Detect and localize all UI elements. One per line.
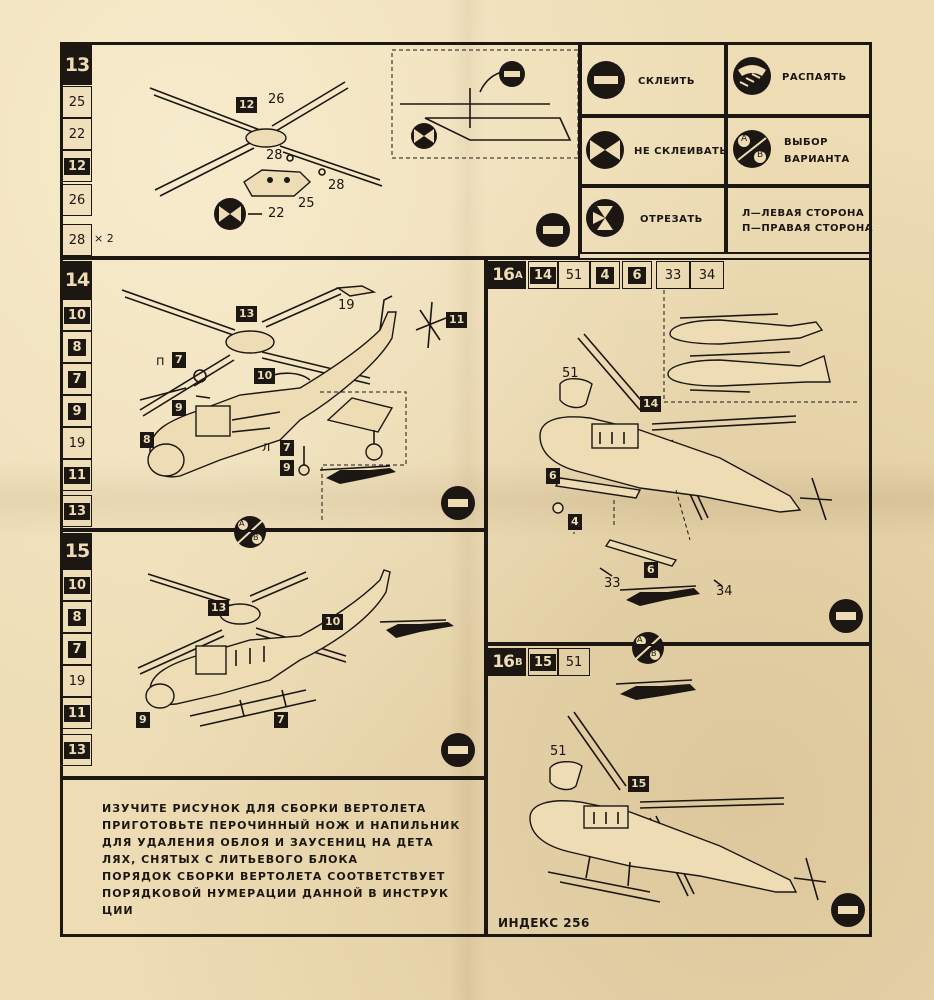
step15-number: 15 xyxy=(62,533,92,569)
step15-part-cell: 19 xyxy=(62,665,92,697)
step15-panel xyxy=(60,530,486,778)
step14-label-part8: 8 xyxy=(140,432,154,448)
step15-part-cell: 10 xyxy=(62,569,92,601)
step13-multiplier: × 2 xyxy=(94,232,114,245)
step16a-part-cell: 51 xyxy=(558,261,590,289)
step14-part-cell: 7 xyxy=(62,363,92,395)
step16a-label-part14: 14 xyxy=(640,396,662,412)
step16b-label-part15: 15 xyxy=(628,776,650,792)
step16a-label-part6a: 6 xyxy=(546,468,560,484)
step14-part-cell: 8 xyxy=(62,331,92,363)
step16b-part-cell: 51 xyxy=(558,648,590,676)
step15-label-part10: 10 xyxy=(322,614,344,630)
step13-label-part22: 22 xyxy=(268,206,285,221)
instruction-line: ИЗУЧИТЕ РИСУНОК ДЛЯ СБОРКИ ВЕРТОЛЕТА xyxy=(102,802,427,815)
step15-label-part9: 9 xyxy=(136,712,150,728)
step16a-part-cell: 33 xyxy=(656,261,690,289)
step14-label-part11: 11 xyxy=(446,312,468,328)
step14-label-part7a: 7 xyxy=(172,352,186,368)
step14-label-part13: 13 xyxy=(236,306,258,322)
instruction-line: ПОРЯДКОВОЙ НУМЕРАЦИИ ДАННОЙ В ИНСТРУК xyxy=(102,887,450,900)
step13-label-part25: 25 xyxy=(298,196,315,211)
legend-cell-cut xyxy=(580,186,726,254)
legend-left-side-text: Л—ЛЕВАЯ СТОРОНА xyxy=(742,208,865,219)
legend-choice-letter-a: А xyxy=(741,134,748,144)
instructions-panel xyxy=(60,778,486,937)
step15-part-cell: 7 xyxy=(62,633,92,665)
step16a-part-cell: 14 xyxy=(528,261,558,289)
step13-part-cell: 26 xyxy=(62,184,92,216)
instruction-line: ЦИИ xyxy=(102,904,134,917)
step14-part-cell: 9 xyxy=(62,395,92,427)
step16a-label-part34: 34 xyxy=(716,584,733,599)
step14-label-side-p: п xyxy=(156,354,165,369)
step15-label-part13: 13 xyxy=(208,600,230,616)
step15-part-cell: 13 xyxy=(62,734,92,766)
step13-panel xyxy=(60,42,580,258)
index-label: ИНДЕКС 256 xyxy=(498,916,590,930)
step15-part-cell: 8 xyxy=(62,601,92,633)
step16a-label-part6b: 6 xyxy=(644,562,658,578)
step16a-label-part33: 33 xyxy=(604,576,621,591)
legend-cell-choice xyxy=(726,116,872,186)
step14-part-cell: 19 xyxy=(62,427,92,459)
step16a-part-cell: 6 xyxy=(622,261,652,289)
step16b-label-part51: 51 xyxy=(550,744,567,759)
step14-label-part9a: 9 xyxy=(172,400,186,416)
step14-number: 14 xyxy=(62,261,92,299)
step14-label-part19: 19 xyxy=(338,298,355,313)
legend-cell-sides xyxy=(726,186,872,254)
legend-cell-glue xyxy=(580,42,726,116)
legend-right-side-text: П—ПРАВАЯ СТОРОНА xyxy=(742,223,873,234)
step16a-label-part4: 4 xyxy=(568,514,582,530)
step15-part-cell: 11 xyxy=(62,697,92,729)
step13-label-part28: 28 xyxy=(266,148,283,163)
legend-cell-solder xyxy=(726,42,872,116)
variant-a-letter: А xyxy=(239,519,245,528)
legend-no-glue-text: НЕ СКЛЕИВАТЬ xyxy=(634,146,728,157)
step16a-label-part51: 51 xyxy=(562,366,579,381)
legend-choice-letter-b: В xyxy=(757,150,764,160)
step16a-panel xyxy=(486,258,872,644)
step14-part-cell: 10 xyxy=(62,299,92,331)
step13-label-part26: 26 xyxy=(268,92,285,107)
step13-label-part12: 12 xyxy=(236,97,258,113)
instruction-line: ЛЯХ, СНЯТЫХ С ЛИТЬЕВОГО БЛОКА xyxy=(102,853,359,866)
step16b-panel xyxy=(486,644,872,937)
variant16-a-letter: А xyxy=(637,635,643,644)
step13-part-cell: 12 xyxy=(62,150,92,182)
legend-cell-no-glue xyxy=(580,116,726,186)
variant16-b-letter: В xyxy=(651,649,657,658)
step14-panel xyxy=(60,258,486,530)
instruction-line: ДЛЯ УДАЛЕНИЯ ОБЛОЯ И ЗАУСЕНИЦ НА ДЕТА xyxy=(102,836,434,849)
step13-part-cell: 22 xyxy=(62,118,92,150)
step14-label-side-l: л xyxy=(262,440,271,455)
step14-part-cell: 13 xyxy=(62,495,92,527)
step16b-part-cell: 15 xyxy=(528,648,558,676)
step16a-part-cell: 4 xyxy=(590,261,620,289)
instruction-line: ПРИГОТОВЬТЕ ПЕРОЧИННЫЙ НОЖ И НАПИЛЬНИК xyxy=(102,819,461,832)
legend-glue-text: СКЛЕИТЬ xyxy=(638,76,695,87)
step15-label-part7: 7 xyxy=(274,712,288,728)
step14-label-part7b: 7 xyxy=(280,440,294,456)
step13-number: 13 xyxy=(62,45,92,85)
step16a-part-cell: 34 xyxy=(690,261,724,289)
step13-label-part28b: 28 xyxy=(328,178,345,193)
step13-part-cell: 28 xyxy=(62,224,92,256)
legend-choice-text-1: ВЫБОР xyxy=(784,137,828,148)
step13-part-cell: 25 xyxy=(62,86,92,118)
step14-label-part9b: 9 xyxy=(280,460,294,476)
instruction-line: ПОРЯДОК СБОРКИ ВЕРТОЛЕТА СООТВЕТСТВУЕТ xyxy=(102,870,446,883)
step14-part-cell: 11 xyxy=(62,459,92,491)
step14-label-part10: 10 xyxy=(254,368,276,384)
legend-cut-text: ОТРЕЗАТЬ xyxy=(640,214,703,225)
assembly-instructions: ИЗУЧИТЕ РИСУНОК ДЛЯ СБОРКИ ВЕРТОЛЕТА ПРИ… xyxy=(102,800,462,919)
variant-b-letter: В xyxy=(253,533,259,542)
legend-solder-text: РАСПАЯТЬ xyxy=(782,72,847,83)
legend-choice-text-2: ВАРИАНТА xyxy=(784,154,850,165)
